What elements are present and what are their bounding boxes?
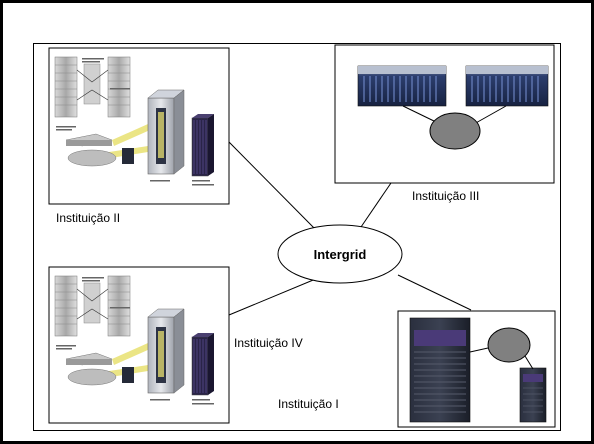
institution-iv-label: Instituição IV	[234, 336, 303, 350]
institution-iv-box	[48, 266, 230, 424]
rack-server-large	[409, 317, 471, 423]
link-right-server-to-switch	[473, 105, 507, 125]
institution-ii-equipment-image	[54, 56, 214, 186]
institution-iii-box	[334, 44, 555, 184]
institution-iii-frame	[334, 44, 555, 184]
link-switch-to-small-rack	[524, 355, 534, 370]
connector-lines	[228, 141, 472, 316]
rack-server-small	[519, 367, 547, 423]
institution-iv-equipment-image	[54, 275, 214, 405]
institution-iii-switch	[429, 112, 481, 150]
institution-i-label: Instituição I	[278, 397, 339, 411]
intergrid-node: Intergrid	[277, 224, 403, 284]
blade-server-left	[357, 65, 447, 107]
institution-i-box	[397, 310, 556, 428]
intergrid-ellipse	[277, 224, 403, 284]
institution-i-switch	[487, 327, 531, 363]
intergrid-label: Intergrid	[314, 247, 367, 262]
connector-to-institution-iv	[228, 277, 319, 316]
blade-server-right	[465, 65, 549, 107]
institution-iii-label: Instituição III	[412, 189, 479, 203]
connector-to-institution-i	[397, 274, 472, 311]
institution-ii-box	[48, 47, 230, 205]
connector-to-institution-iii	[360, 182, 392, 228]
link-large-rack-to-switch	[469, 347, 489, 353]
inner-frame	[33, 43, 561, 431]
connector-to-institution-ii	[228, 141, 319, 233]
link-left-server-to-switch	[402, 105, 437, 123]
institution-ii-label: Instituição II	[56, 211, 120, 225]
